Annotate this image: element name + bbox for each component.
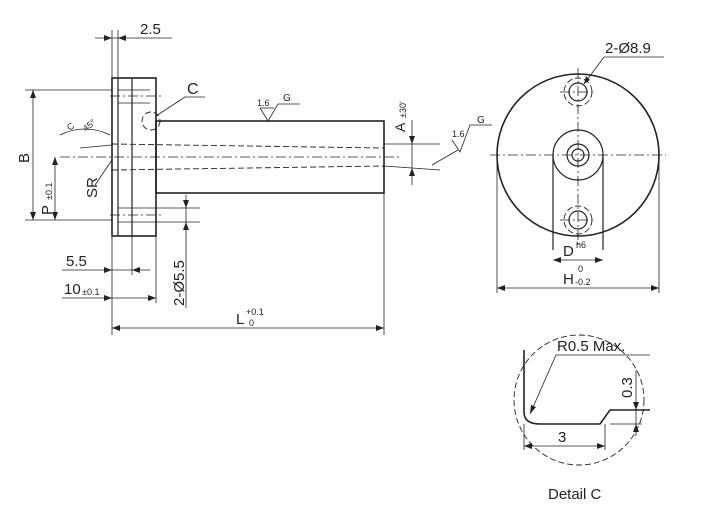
dim-h: H 0 -0.2 [496,155,660,293]
detail-03-label: 0.3 [619,377,636,398]
dim-holes-5-5: 2-Ø5.5 [150,195,200,308]
detail-3-label: 3 [558,429,566,446]
dim-c-chamfer: C [65,120,77,132]
dim-end-holes-label: 2-Ø8.9 [605,40,651,57]
dim-holes-5-5-label: 2-Ø5.5 [171,260,188,306]
roughness-main-value: 1.6 [257,98,270,108]
dim-d: D h6 [553,240,603,263]
dim-5-5: 5.5 [62,236,150,335]
dim-l-tol-dn: 0 [249,318,254,328]
dim-l-tol-up: +0.1 [246,307,264,317]
dim-h-tol-up: 0 [578,264,583,274]
dim-p-tol: ±0.1 [44,183,54,200]
dim-d-fit: h6 [576,240,586,250]
dim-b: B [16,89,112,221]
detail-c-marker [141,111,161,131]
dim-d-label: D [563,243,574,260]
dim-2-5: 2.5 [95,21,172,78]
end-view [490,68,666,250]
dim-sr-label: SR [84,177,101,198]
dim-10-label: 10 [64,281,81,298]
roughness-main: 1.6 G [257,93,300,122]
dim-l: L +0.1 0 [112,193,385,335]
detail-c-circle [513,334,645,466]
dim-angle-a-label: A [392,122,408,132]
detail-caption: Detail C [548,486,602,503]
dim-5-5-label: 5.5 [66,253,87,270]
roughness-taper-value: 1.6 [452,129,465,139]
roughness-taper-grade: G [477,115,485,126]
dim-sr: SR C 45° [59,117,113,198]
side-view [60,77,400,237]
dim-angle-a: A ±30' [383,101,441,185]
dim-l-label: L [236,311,244,328]
roughness-main-grade: G [283,93,291,104]
dim-45: 45° [81,117,98,134]
dim-b-label: B [16,153,33,163]
dim-h-label: H [563,271,574,288]
dim-p-label: P [39,205,56,215]
dim-angle-a-tol: ±30' [398,101,408,118]
callout-c-label: C [187,81,199,98]
detail-c: 3 0.3 R0.5 Max. Detail C [513,334,650,503]
dim-h-tol-dn: -0.2 [575,277,591,287]
detail-radius-label: R0.5 Max. [557,338,625,355]
dim-end-holes: 2-Ø8.9 [583,40,664,85]
dim-p: P ±0.1 [39,157,58,220]
callout-c: C [155,81,205,117]
dim-2-5-label: 2.5 [140,21,161,38]
dim-10: 10 ±0.1 [62,236,157,303]
dim-10-tol: ±0.1 [82,287,99,297]
roughness-taper: 1.6 G [431,115,492,166]
